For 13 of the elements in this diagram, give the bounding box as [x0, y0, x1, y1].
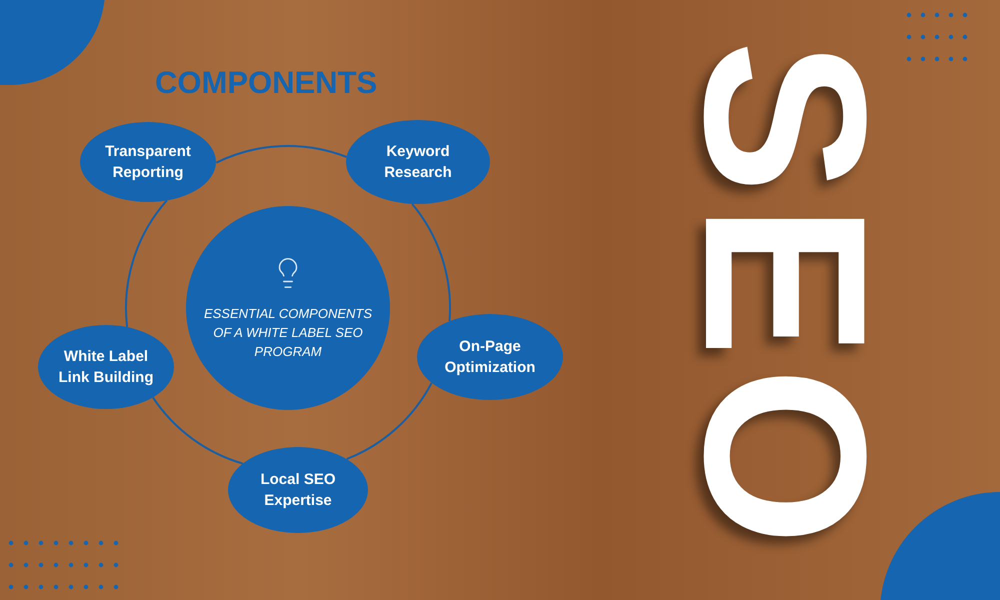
component-label: Local SEO Expertise — [259, 470, 337, 511]
center-text: ESSENTIAL COMPONENTS OF A WHITE LABEL SEO PROGRAM — [202, 304, 374, 360]
component-label: White Label Link Building — [58, 347, 154, 388]
component-label: Transparent Reporting — [104, 142, 192, 183]
letters-sign: SEO — [670, 40, 900, 556]
ring-arc — [216, 145, 347, 164]
ring-arc — [346, 382, 432, 460]
ring-arc — [152, 397, 244, 465]
component-label: On-Page Optimization — [444, 337, 536, 378]
ring-arc — [125, 200, 168, 328]
title: COMPONENTS — [155, 64, 378, 102]
component-label: Keyword Research — [383, 142, 453, 183]
ring-arc — [411, 203, 451, 322]
